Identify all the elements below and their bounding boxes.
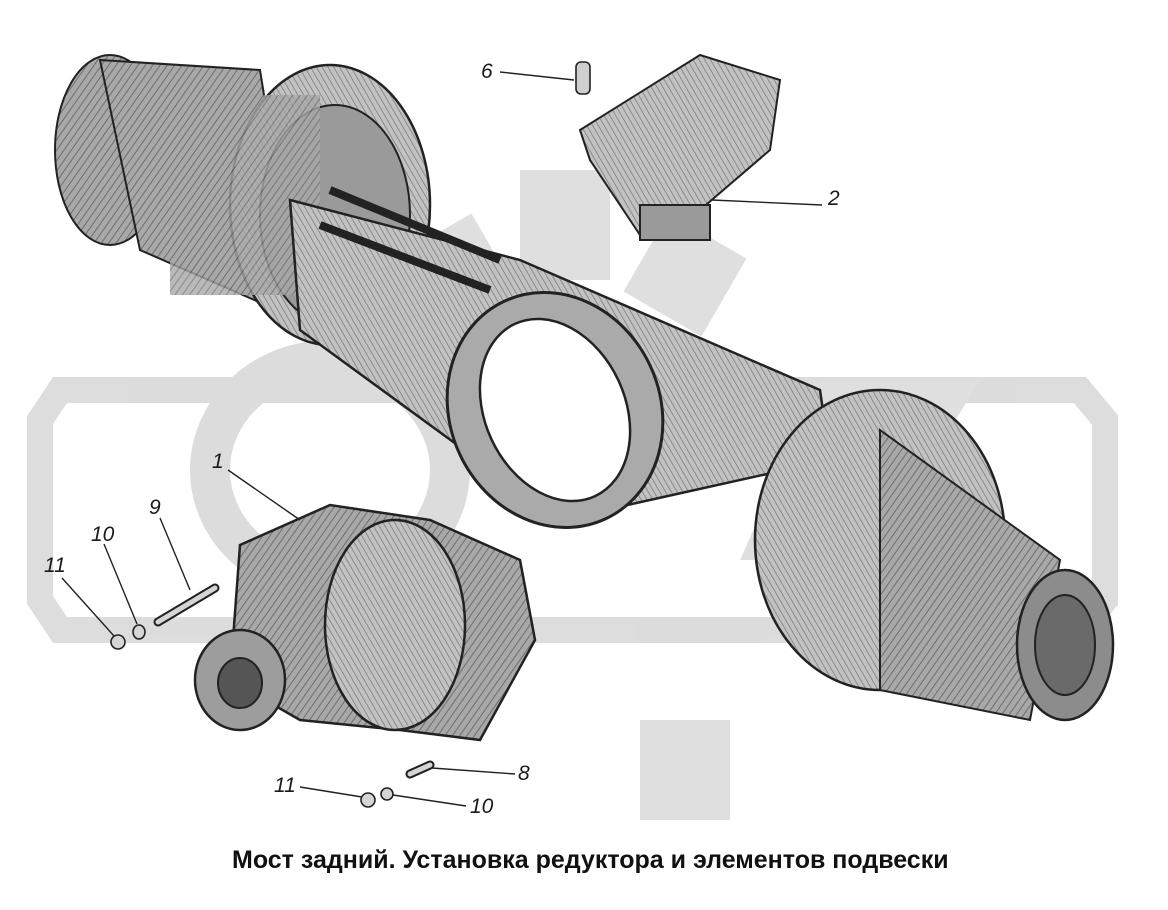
callout-10-lower: 10 xyxy=(470,795,494,818)
figure-caption: Мост задний. Установка редуктора и элеме… xyxy=(232,846,949,874)
stud-part-8 xyxy=(405,760,435,779)
callout-2: 2 xyxy=(828,187,840,210)
nut-part-11-lower xyxy=(360,792,376,808)
callout-11-upper: 11 xyxy=(44,554,66,577)
callout-9: 9 xyxy=(149,496,161,519)
washer-part-10-upper xyxy=(132,624,146,640)
callout-6: 6 xyxy=(481,60,493,83)
callout-11-lower: 11 xyxy=(274,774,296,797)
callout-8: 8 xyxy=(518,762,530,785)
nut-part-11-upper xyxy=(110,634,126,650)
right-brake-drum xyxy=(753,388,1115,722)
leader-lines xyxy=(61,71,823,807)
suspension-bracket xyxy=(578,53,782,241)
washer-part-10-lower xyxy=(380,787,394,801)
reducer-gearbox xyxy=(193,503,537,742)
pin-part-6 xyxy=(575,61,591,95)
stud-part-9 xyxy=(153,583,220,627)
callout-1: 1 xyxy=(212,450,224,473)
callout-10-upper: 10 xyxy=(91,523,115,546)
